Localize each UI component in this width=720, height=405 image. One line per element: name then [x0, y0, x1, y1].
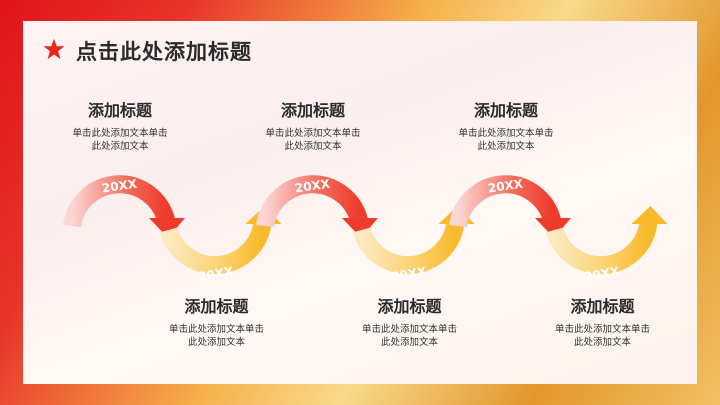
- timeline-item: 添加标题单击此处添加文本单击此处添加文本: [533, 293, 673, 349]
- item-text: 单击此处添加文本单击此处添加文本: [361, 324, 457, 348]
- red-arc-arrow: [449, 175, 561, 228]
- page-title: 点击此处添加标题: [76, 39, 252, 64]
- item-title: 添加标题: [280, 101, 345, 120]
- yellow-arc-arrow: [545, 220, 658, 275]
- year-label: 20XX: [197, 264, 235, 284]
- timeline-item: 添加标题单击此处添加文本单击此处添加文本: [436, 97, 576, 153]
- item-text: 单击此处添加文本单击此处添加文本: [554, 324, 650, 348]
- arrowhead-icon: [631, 206, 668, 224]
- year-label: 20XX: [487, 177, 525, 196]
- year-label: 20XX: [583, 264, 621, 284]
- timeline-item: 添加标题单击此处添加文本单击此处添加文本: [340, 293, 480, 349]
- arrowhead-icon: [342, 218, 378, 238]
- yellow-arc-arrow: [159, 220, 272, 275]
- item-title: 添加标题: [473, 101, 538, 120]
- arrowhead-icon: [535, 218, 571, 238]
- yellow-arc-arrow: [352, 220, 465, 275]
- year-label: 20XX: [101, 177, 139, 196]
- timeline-item: 添加标题单击此处添加文本单击此处添加文本: [50, 97, 190, 153]
- year-label: 20XX: [294, 177, 332, 196]
- star-icon: [43, 38, 65, 60]
- red-arc-arrow: [63, 175, 175, 228]
- item-text: 单击此处添加文本单击此处添加文本: [265, 128, 361, 152]
- timeline-item: 添加标题单击此处添加文本单击此处添加文本: [147, 293, 287, 349]
- item-text: 单击此处添加文本单击此处添加文本: [168, 324, 264, 348]
- item-title: 添加标题: [184, 297, 249, 316]
- item-title: 添加标题: [87, 101, 152, 120]
- item-text: 单击此处添加文本单击此处添加文本: [458, 128, 554, 152]
- year-label: 20XX: [390, 264, 428, 284]
- red-arc-arrow: [256, 175, 368, 228]
- item-title: 添加标题: [377, 297, 442, 316]
- timeline-item: 添加标题单击此处添加文本单击此处添加文本: [243, 97, 383, 153]
- item-text: 单击此处添加文本单击此处添加文本: [72, 128, 168, 152]
- item-title: 添加标题: [570, 297, 635, 316]
- arrowhead-icon: [149, 218, 185, 238]
